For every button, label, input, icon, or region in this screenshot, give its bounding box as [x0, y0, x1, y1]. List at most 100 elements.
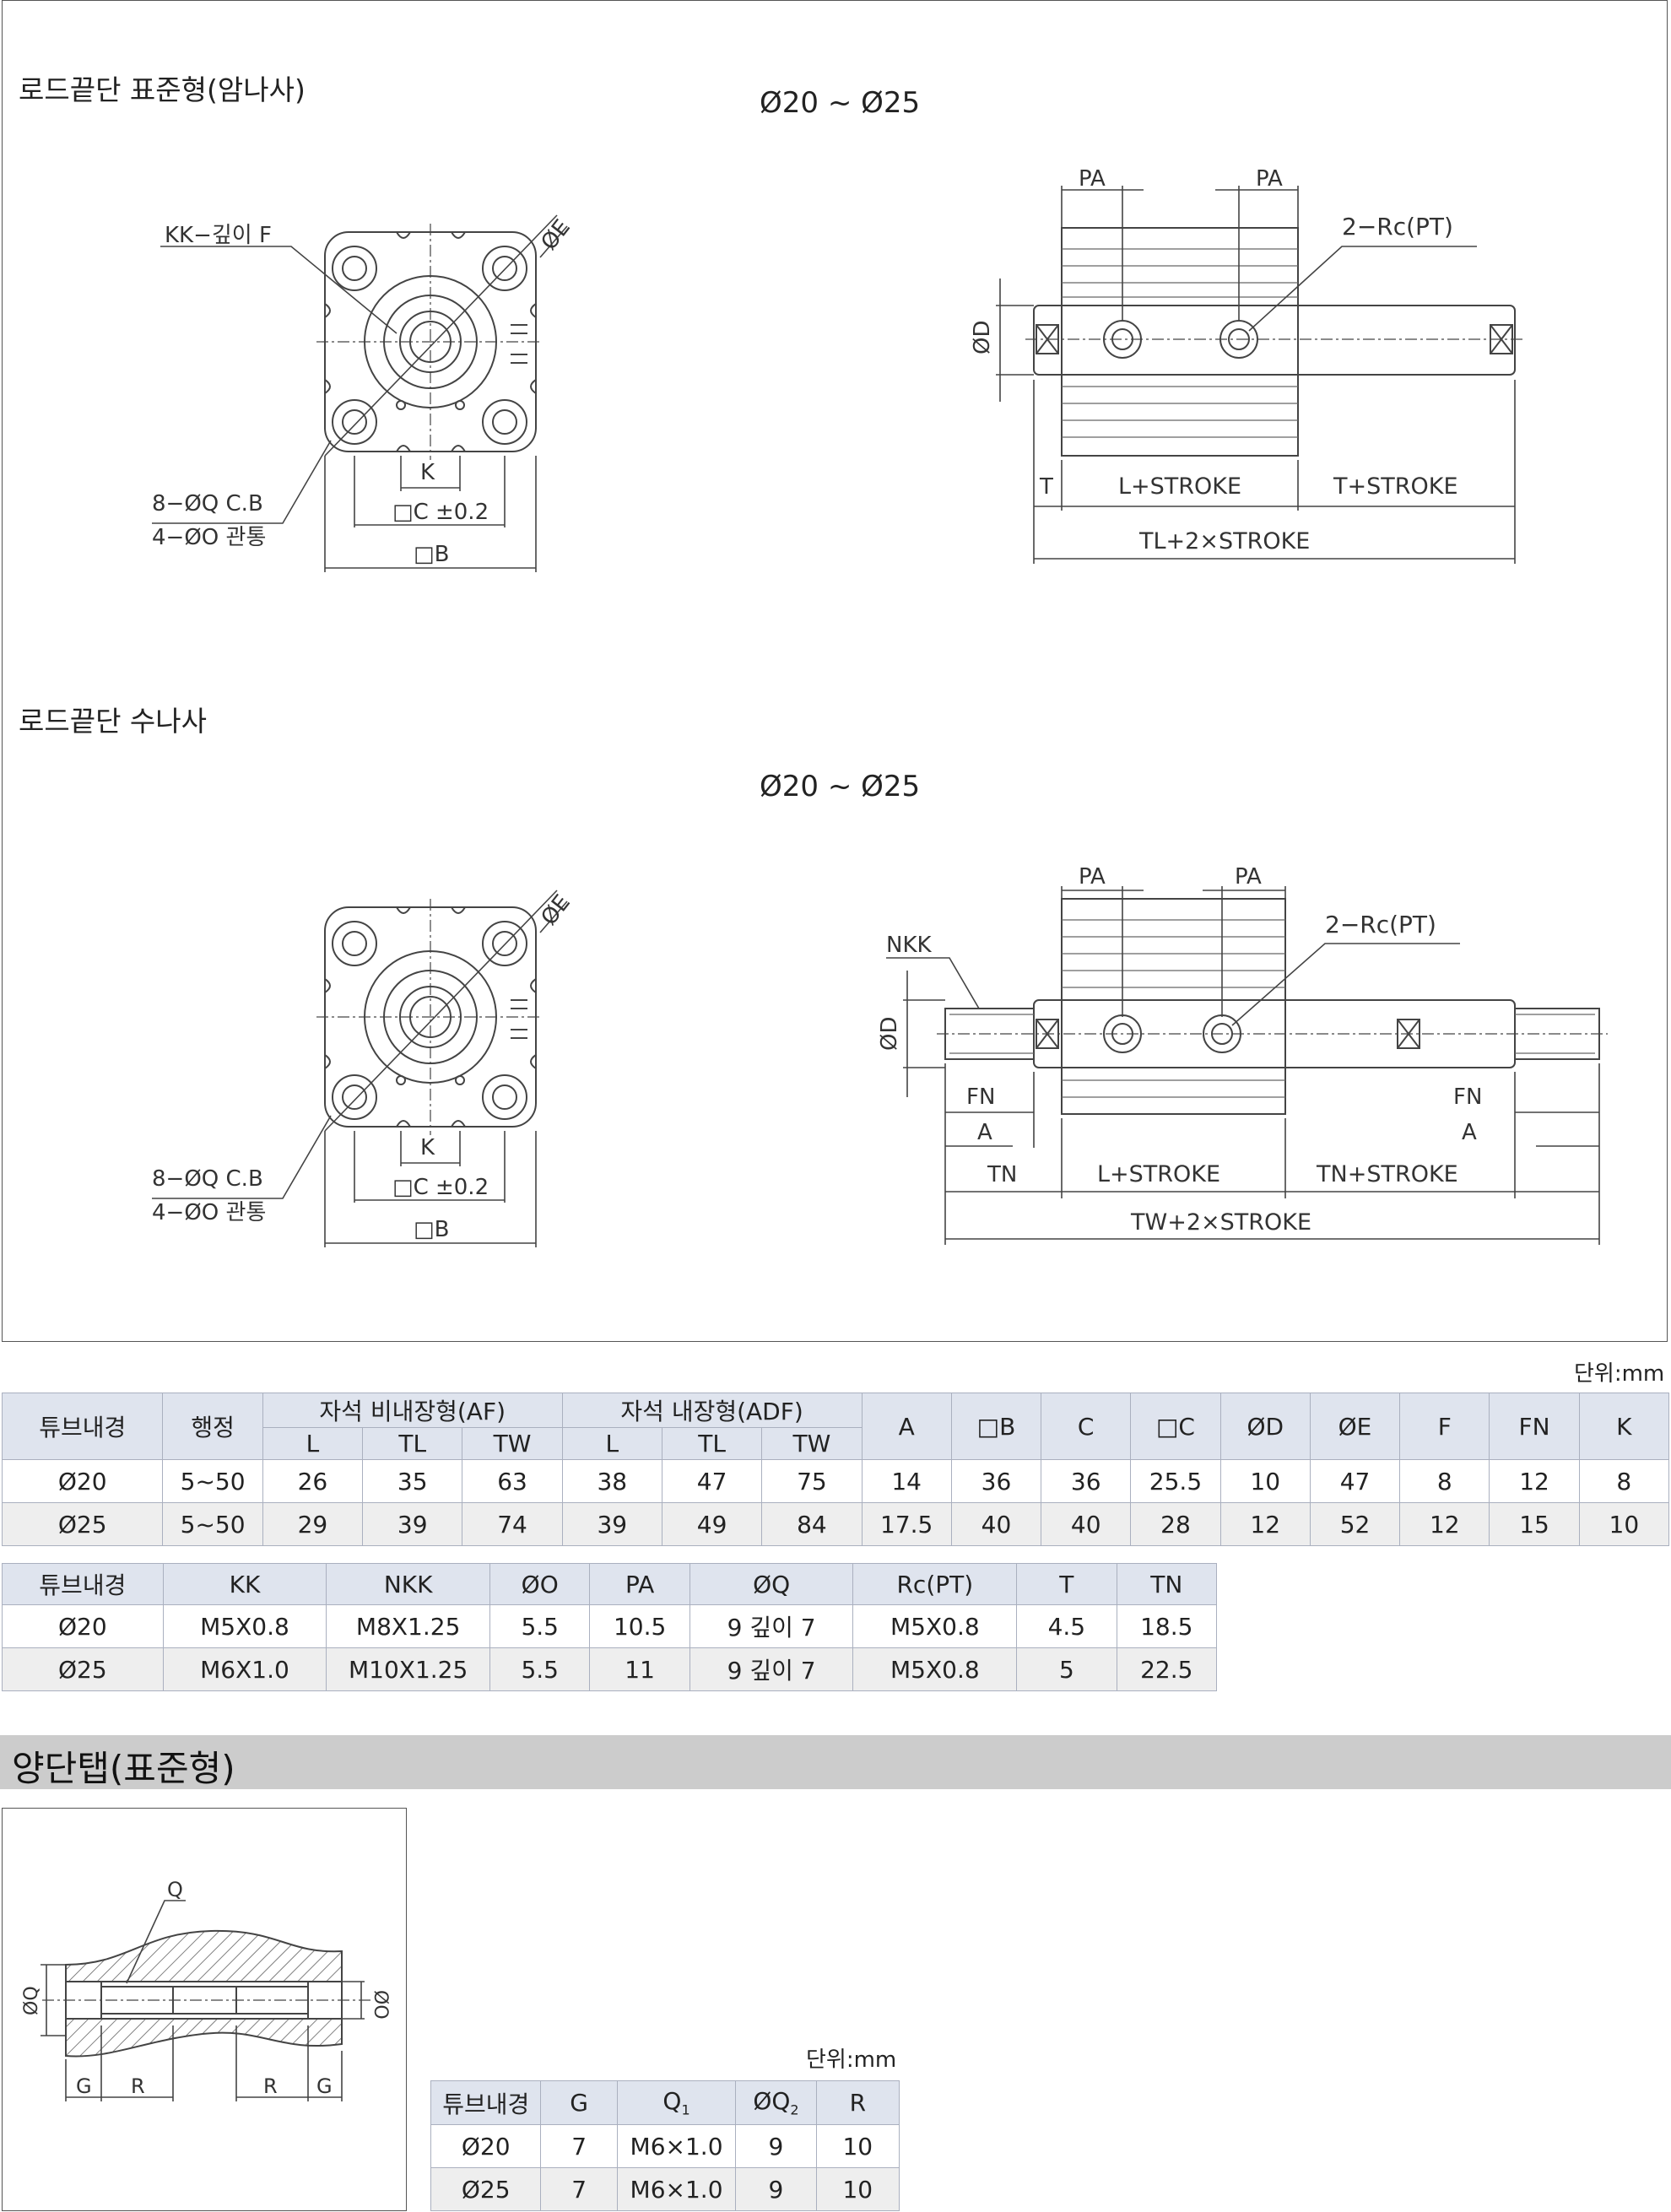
cell: 39 [362, 1502, 463, 1546]
cell: 8 [1578, 1459, 1670, 1503]
cell: 8 [1399, 1459, 1490, 1503]
th-adf: 자석 내장형(ADF) [561, 1393, 863, 1428]
th-sub: TL [362, 1427, 463, 1460]
cell: 5~50 [162, 1459, 263, 1503]
th-q-sub: 1 [681, 2101, 690, 2118]
cell: 75 [761, 1459, 863, 1503]
th-col: T [1016, 1563, 1117, 1605]
label-t: T [1039, 474, 1053, 500]
cell: 47 [661, 1459, 763, 1503]
section3-title: 양단탭(표준형) [12, 1748, 235, 1789]
section1-title: 로드끝단 표준형(암나사) [19, 73, 306, 106]
label-cb-q: 8−ØQ C.B [152, 491, 263, 516]
cell: 10.5 [589, 1604, 690, 1648]
th-stroke: 행정 [162, 1393, 263, 1460]
th-col: Rc(PT) [852, 1563, 1018, 1605]
th-col: 튜브내경 [2, 1563, 164, 1605]
cell: 9 깊이 7 [689, 1604, 854, 1648]
th-col: ØQ [689, 1563, 854, 1605]
label-l-stroke-2: L+STROKE [1097, 1161, 1220, 1187]
drawing-frame [2, 0, 1668, 1342]
cell: 26 [262, 1459, 364, 1503]
side-view-drawing-2: PA PA 2−Rc(PT) NKK ØD FN A TN L+STROKE T… [877, 864, 1608, 1245]
th-phiq-sub: 2 [790, 2101, 799, 2118]
section2-title: 로드끝단 수나사 [19, 705, 208, 738]
th-af: 자석 비내장형(AF) [262, 1393, 563, 1428]
cell: 9 깊이 7 [689, 1647, 854, 1691]
cell: 14 [861, 1459, 952, 1503]
label-pa-left: PA [1079, 166, 1106, 192]
th-col: ØQ2 [735, 2080, 817, 2125]
table-row: Ø25 7 M6×1.0 9 10 [430, 2167, 900, 2211]
th-col: C [1041, 1393, 1132, 1460]
cell: 5.5 [489, 1604, 591, 1648]
label-tn: TN [987, 1162, 1017, 1187]
unit-label-1: 단위:mm [1574, 1361, 1665, 1387]
tap-label-phi-q: ØQ [21, 1986, 42, 2015]
label-rc-pt-2: 2−Rc(PT) [1325, 911, 1436, 938]
th-sub: TW [462, 1427, 563, 1460]
tap-label-g-left: G [76, 2074, 92, 2098]
th-col: NKK [326, 1563, 490, 1605]
label-thru-o-2: 4−ØO 관통 [152, 1200, 266, 1225]
tap-label-r-left: R [131, 2074, 145, 2098]
cell: M5X0.8 [852, 1647, 1018, 1691]
label-nkk: NKK [886, 933, 932, 958]
cell: 29 [262, 1502, 364, 1546]
cell: 49 [661, 1502, 763, 1546]
cell: 10 [815, 2124, 900, 2168]
front-view-drawing-1: KK−깊이 F ØE 8−ØQ C.B 4−ØO 관통 K □C ±0.2 □B [152, 214, 576, 572]
front-view-drawing-2: ØE 8−ØQ C.B 4−ØO 관통 K □C ±0.2 □B [152, 890, 576, 1247]
cell: 22.5 [1116, 1647, 1218, 1691]
th-col: FN [1489, 1393, 1580, 1460]
label-k: K [420, 460, 435, 485]
cell: Ø20 [1, 1459, 164, 1503]
th-q-main: Q [662, 2087, 682, 2116]
cell: M6×1.0 [616, 2167, 737, 2211]
cell: Ø25 [430, 2167, 542, 2211]
section1-size-range: Ø20 ~ Ø25 [760, 86, 921, 120]
cell: M8X1.25 [326, 1604, 490, 1648]
cell: M5X0.8 [162, 1604, 327, 1648]
label-tn-stroke: TN+STROKE [1316, 1161, 1458, 1187]
th-phiq-main: ØQ [753, 2087, 791, 2116]
cell: 28 [1130, 1502, 1221, 1546]
label-tw-stroke: TW+2×STROKE [1130, 1209, 1311, 1236]
tap-label-q: Q [167, 1878, 183, 1901]
cell: 11 [589, 1647, 690, 1691]
cell: 40 [1041, 1502, 1132, 1546]
th-col: ØD [1219, 1393, 1311, 1460]
th-col: A [861, 1393, 952, 1460]
label-rc-pt: 2−Rc(PT) [1342, 213, 1453, 241]
th-col: TN [1116, 1563, 1218, 1605]
cell: 10 [1219, 1459, 1311, 1503]
cell: 5~50 [162, 1502, 263, 1546]
label-fn-right: FN [1453, 1084, 1482, 1110]
th-sub: L [561, 1427, 662, 1460]
label-l-stroke: L+STROKE [1118, 473, 1241, 500]
label-pa-left-2: PA [1079, 864, 1106, 890]
cell: 36 [1041, 1459, 1132, 1503]
tap-dimension-table: 튜브내경 G Q1 ØQ2 R Ø20 7 M6×1.0 9 10 Ø25 7 … [430, 2080, 900, 2211]
cell: M6×1.0 [616, 2124, 737, 2168]
cell: 12 [1489, 1459, 1580, 1503]
section-header-bar [0, 1735, 1671, 1789]
label-fn-left: FN [966, 1084, 995, 1110]
label-kk-depth: KK−깊이 F [165, 223, 272, 248]
dimension-table-1: 튜브내경 행정 자석 비내장형(AF) 자석 내장형(ADF) A □B C □… [1, 1393, 1670, 1546]
cell: 15 [1489, 1502, 1580, 1546]
label-c-tol-2: □C ±0.2 [392, 1175, 489, 1200]
label-pa-right-2: PA [1235, 864, 1262, 890]
label-thru-o: 4−ØO 관통 [152, 525, 266, 550]
label-cb-q-2: 8−ØQ C.B [152, 1166, 263, 1192]
table-row: Ø20 5~50 26 35 63 38 47 75 14 36 36 25.5… [1, 1459, 1670, 1503]
cell: 5.5 [489, 1647, 591, 1691]
label-b-2: □B [414, 1217, 449, 1242]
cell: 38 [561, 1459, 662, 1503]
cell: 10 [1578, 1502, 1670, 1546]
table-row: Ø25 5~50 29 39 74 39 49 84 17.5 40 40 28… [1, 1502, 1670, 1546]
th-col: Q1 [616, 2080, 737, 2125]
tap-drawing: Q ØQ ØO G R R G [21, 1878, 391, 2101]
cell: 5 [1016, 1647, 1117, 1691]
th-tube-bore: 튜브내경 [1, 1393, 164, 1460]
